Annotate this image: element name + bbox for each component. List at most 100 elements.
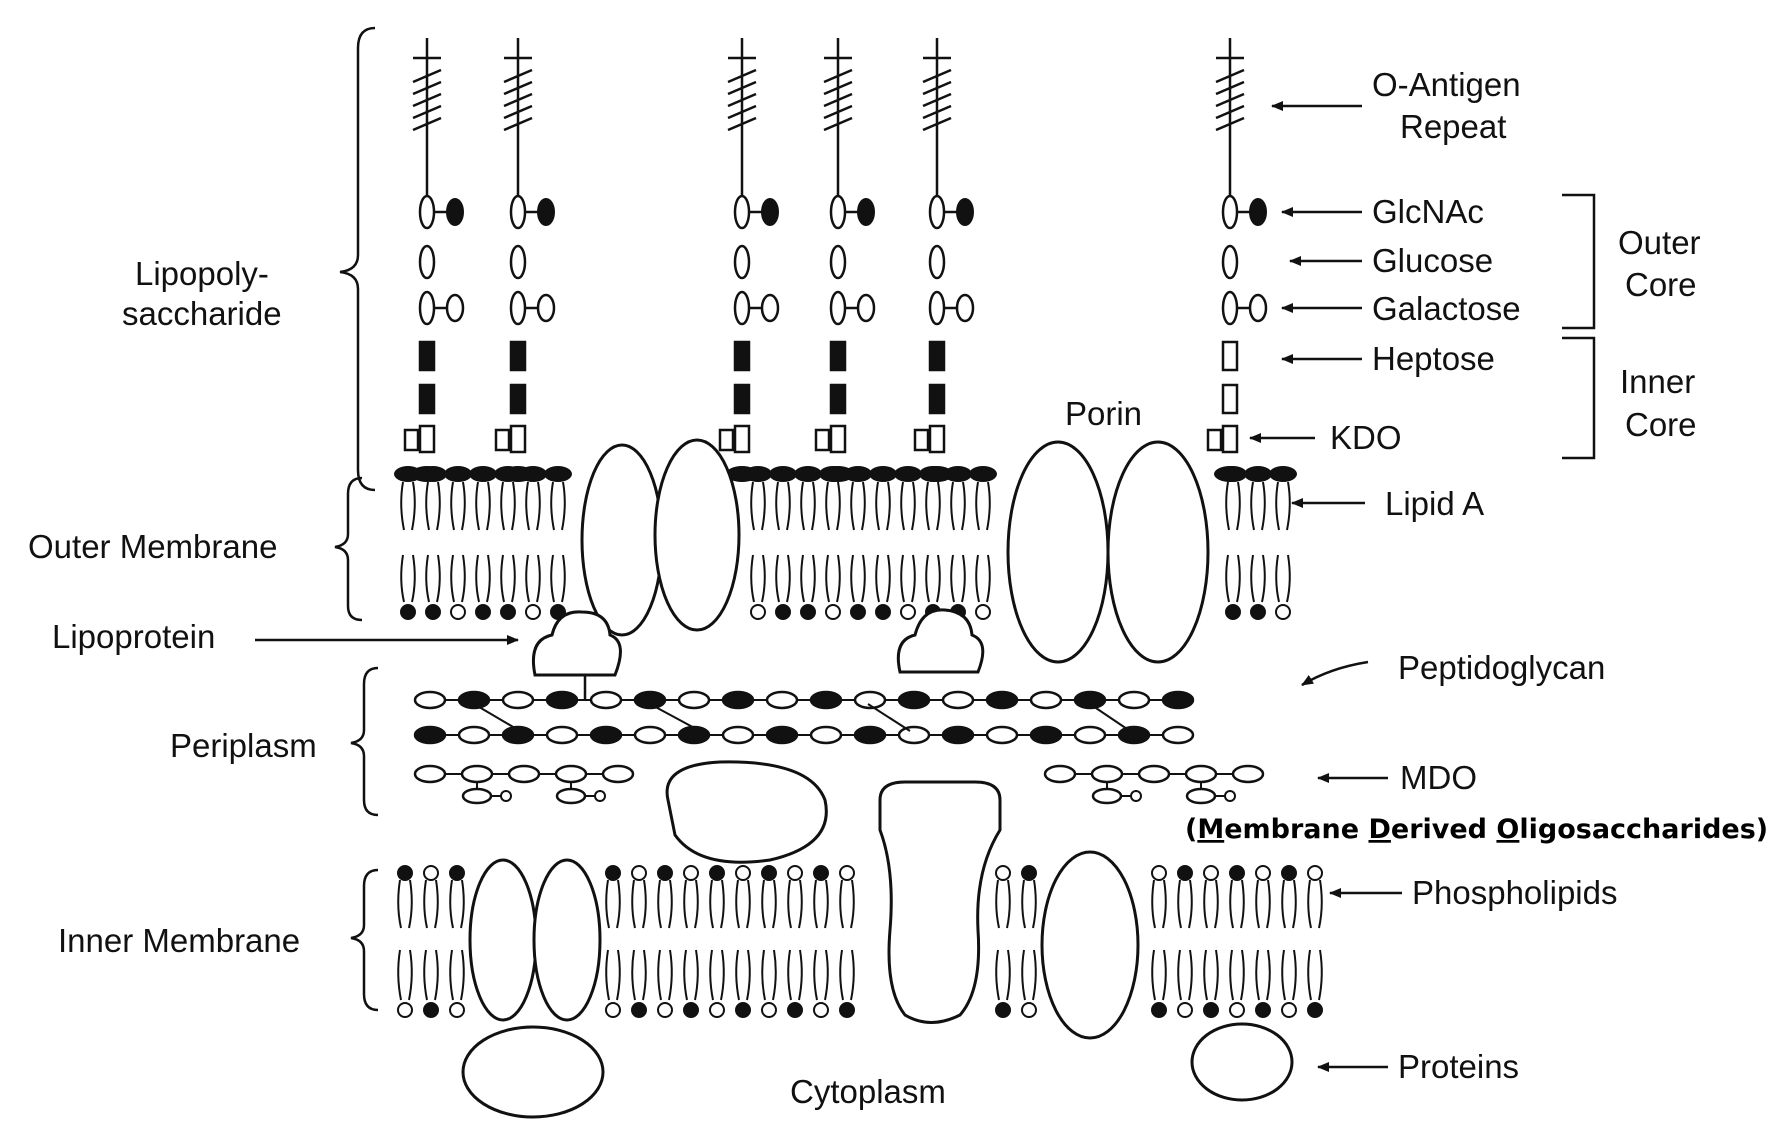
phospholipid-head-top [788, 866, 802, 880]
mdo-terminal [595, 791, 605, 801]
peptidoglycan-unit [459, 727, 489, 743]
lipid-tail [551, 482, 565, 530]
phospholipid-head-top [1178, 866, 1192, 880]
lipid-tail [801, 482, 815, 530]
lipid-head-bottom [426, 605, 440, 619]
phospholipid [1230, 866, 1244, 1017]
lipid-head-top [494, 466, 522, 482]
glcnac-sugar [735, 196, 749, 228]
phospholipid-tail [606, 950, 620, 1000]
lipid-head-top [819, 466, 847, 482]
kdo-label: KDO [1330, 419, 1402, 456]
heptose-unit [735, 385, 749, 413]
outer-membrane-lipid [469, 466, 497, 619]
lipid-tail [1226, 555, 1240, 602]
heptose-unit [511, 342, 525, 370]
phospholipid-tail [710, 950, 724, 1000]
phospholipid-head-bottom [424, 1003, 438, 1017]
porin-right [1008, 442, 1208, 662]
outer-membrane-lipid [494, 466, 522, 619]
lipid-tail [1226, 482, 1240, 530]
inner-membrane-protein-right [1042, 852, 1138, 1038]
lipid-head-top [519, 466, 547, 482]
glcnac-sugar [511, 196, 525, 228]
peptidoglycan-unit [591, 727, 621, 743]
o-antigen-label-line1: O-Antigen [1372, 66, 1521, 103]
phospholipid [1308, 866, 1322, 1017]
mdo-molecules [415, 766, 1263, 803]
glucose-sugar [930, 246, 944, 278]
heptose-unit [511, 385, 525, 413]
lipid-head-top [769, 466, 797, 482]
lipid-tail [426, 555, 440, 602]
lps-chain [720, 38, 778, 482]
inner-membrane-brace [351, 870, 378, 1010]
peptidoglycan-unit [679, 727, 709, 743]
lps-chain [405, 38, 463, 482]
porin-label: Porin [1065, 395, 1142, 432]
lipid-head-top [969, 466, 997, 482]
phospholipid-tail [1308, 950, 1322, 1000]
phospholipid-head-bottom [684, 1003, 698, 1017]
phospholipid-tail [736, 880, 750, 928]
phospholipid-tail [424, 880, 438, 928]
phospholipid-tail [996, 950, 1010, 1000]
kdo-unit [405, 430, 418, 450]
peptidoglycan-unit [811, 692, 841, 708]
outer-membrane-lipid [869, 466, 897, 619]
kdo-unit [420, 426, 434, 452]
phospholipid-head-bottom [840, 1003, 854, 1017]
inner-core-bracket [1562, 338, 1594, 458]
outer-membrane-lipid [944, 466, 972, 619]
galactose-sugar [735, 292, 749, 324]
phospholipid-tail [1282, 950, 1296, 1000]
phospholipid-head-top [424, 866, 438, 880]
lipid-tail [851, 555, 865, 602]
phospholipid-head-bottom [398, 1003, 412, 1017]
outer-membrane-lipid [844, 466, 872, 619]
phospholipid-tail [1204, 950, 1218, 1000]
peptidoglycan-unit [899, 727, 929, 743]
mdo-sugar [463, 789, 491, 803]
lipid-head-bottom [1251, 605, 1265, 619]
lipid-tail [776, 482, 790, 530]
lps-chain [1208, 38, 1266, 482]
phospholipid [1282, 866, 1296, 1017]
galactose-sidechain [1250, 295, 1266, 321]
phospholipid-head-top [1204, 866, 1218, 880]
lipid-tail [526, 555, 540, 602]
phospholipid-head-top [1256, 866, 1270, 880]
lipid-tail [1276, 482, 1290, 530]
lps-chain [496, 38, 554, 482]
phospholipid-head-bottom [632, 1003, 646, 1017]
lipid-tail [926, 555, 940, 602]
peptidoglycan-label: Peptidoglycan [1398, 649, 1605, 686]
phospholipid-tail [1178, 950, 1192, 1000]
cytoplasmic-protein-left [463, 1027, 603, 1117]
proteins-label: Proteins [1398, 1048, 1519, 1085]
lipid-head-top [869, 466, 897, 482]
outer-membrane-lipid [519, 466, 547, 619]
mdo-cluster [415, 766, 633, 803]
phospholipid-head-top [450, 866, 464, 880]
periplasm-brace [351, 668, 378, 815]
peptidoglycan-unit [943, 727, 973, 743]
phospholipid-head-bottom [814, 1003, 828, 1017]
lipid-tail [926, 482, 940, 530]
phospholipid-head-top [996, 866, 1010, 880]
galactose-sidechain [957, 295, 973, 321]
lipid-head-top [1244, 466, 1272, 482]
mdo-sugar [1093, 789, 1121, 803]
cytoplasmic-protein-right [1192, 1024, 1292, 1100]
phospholipid-head-top [684, 866, 698, 880]
peptidoglycan-unit [635, 692, 665, 708]
peptidoglycan-unit [987, 692, 1017, 708]
lipid-tail [826, 555, 840, 602]
mdo-sugar [1092, 766, 1122, 782]
lipid-tail [451, 482, 465, 530]
phospholipid-tail [684, 880, 698, 928]
peptidoglycan-unit [547, 727, 577, 743]
phospholipid [710, 866, 724, 1017]
galactose-sugar [1223, 292, 1237, 324]
lps-label-line2: saccharide [122, 295, 282, 332]
